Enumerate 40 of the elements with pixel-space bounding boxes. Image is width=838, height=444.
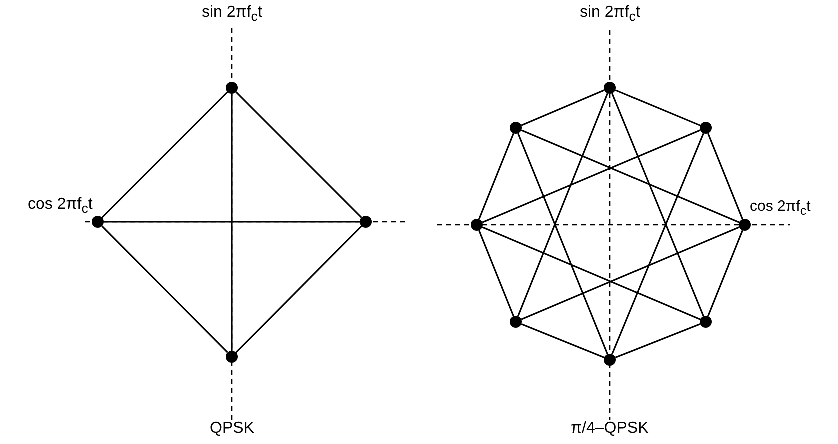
transition-line bbox=[236, 226, 362, 354]
transition-line bbox=[521, 130, 740, 224]
transition-line bbox=[521, 90, 605, 126]
transition-line bbox=[708, 230, 744, 317]
transition-line bbox=[482, 226, 701, 320]
transition-line bbox=[521, 324, 605, 358]
transition-line bbox=[708, 133, 744, 220]
constellation-point bbox=[510, 122, 522, 134]
constellation-point bbox=[739, 219, 751, 231]
transition-line bbox=[478, 133, 514, 220]
transition-line bbox=[102, 226, 228, 354]
axis-label: cos 2πf$_{c}$t bbox=[28, 196, 93, 218]
constellation-point bbox=[510, 316, 522, 328]
axis-label: cos 2πf$_{c}$t bbox=[750, 198, 811, 220]
transition-line bbox=[102, 92, 228, 218]
transition-line bbox=[615, 90, 701, 126]
axis-label: sin 2πf$_{c}$t bbox=[202, 4, 262, 26]
constellation-point bbox=[700, 316, 712, 328]
constellation-point bbox=[604, 82, 616, 94]
transition-line bbox=[236, 92, 362, 218]
transition-line bbox=[612, 93, 704, 317]
transition-line bbox=[518, 93, 608, 317]
transition-line bbox=[104, 221, 360, 223]
constellation-point bbox=[226, 351, 238, 363]
constellation-point bbox=[700, 122, 712, 134]
axis-label: sin 2πf$_{c}$t bbox=[580, 4, 640, 26]
transition-line bbox=[521, 226, 740, 320]
constellation-point bbox=[604, 354, 616, 366]
transition-line bbox=[612, 133, 704, 355]
constellation-point bbox=[360, 216, 372, 228]
constellation-point bbox=[471, 219, 483, 231]
transition-line bbox=[482, 130, 701, 224]
constellation-point bbox=[226, 82, 238, 94]
diagram-caption: QPSK bbox=[210, 420, 254, 438]
transition-line bbox=[478, 230, 514, 317]
diagram-caption: π/4–QPSK bbox=[571, 420, 649, 438]
transition-line bbox=[615, 323, 701, 359]
transition-line bbox=[518, 133, 608, 355]
constellation-point bbox=[92, 216, 104, 228]
transition-line bbox=[231, 94, 233, 351]
